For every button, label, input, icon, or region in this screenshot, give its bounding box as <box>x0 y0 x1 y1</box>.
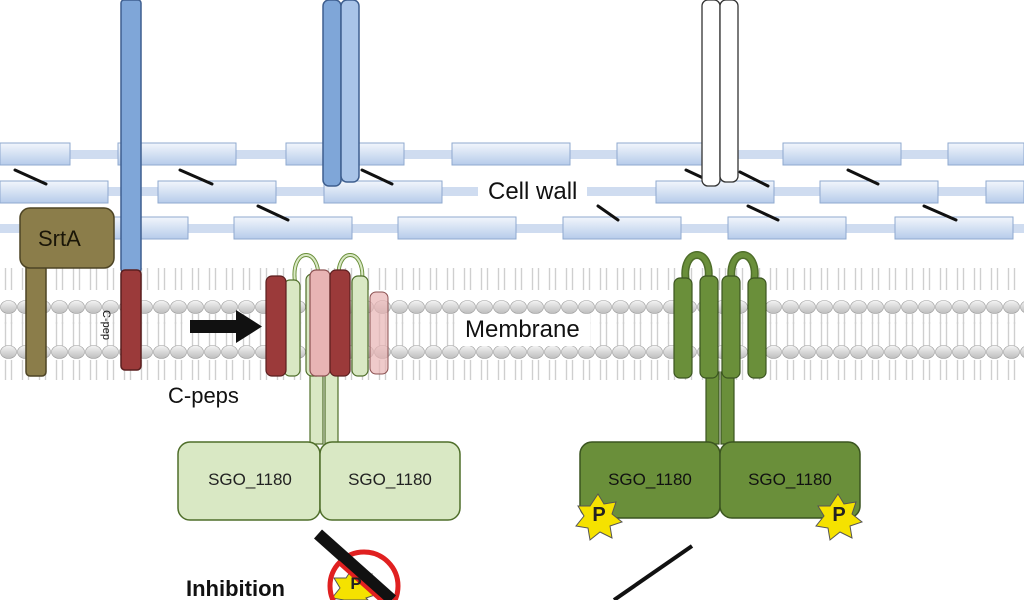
kinase-label: SGO_1180 <box>348 470 432 489</box>
sortase-srta <box>19 207 115 377</box>
surface-protein-left <box>120 0 142 371</box>
c-pep-bound <box>309 269 331 377</box>
receptor-active <box>579 251 861 519</box>
peptidoglycan-block <box>157 180 277 204</box>
receptor-inactive <box>177 253 461 521</box>
crosslink <box>596 204 620 222</box>
crosslink <box>360 168 394 186</box>
peptidoglycan-block <box>819 180 939 204</box>
peptidoglycan-block <box>451 142 571 166</box>
crosslink <box>256 204 290 222</box>
arrow-icon <box>190 310 262 343</box>
lipid-bilayer <box>0 268 1024 380</box>
peptidoglycan-block <box>0 142 71 166</box>
kinase-domain-active <box>719 441 861 519</box>
peptidoglycan-block <box>947 142 1024 166</box>
phosphate-star-icon <box>815 493 864 541</box>
crosslink <box>13 168 48 186</box>
c-peps-label: C-peps <box>168 383 239 408</box>
cell-wall-label: Cell wall <box>478 176 588 208</box>
crosslink <box>738 170 770 188</box>
peptidoglycan-block <box>323 180 443 204</box>
kinase-label: SGO_1180 <box>208 470 292 489</box>
phosphate-label: P <box>350 574 362 593</box>
surface-protein-middle <box>322 0 360 187</box>
peptidoglycan-block <box>894 216 1014 240</box>
peptidoglycan-block <box>727 216 847 240</box>
peptidoglycan-block <box>782 142 902 166</box>
c-pep-bound <box>265 275 287 377</box>
signal-line <box>612 544 694 600</box>
peptidoglycan-block <box>117 142 237 166</box>
prohibit-icon <box>327 549 401 600</box>
crosslink <box>178 168 214 186</box>
peptidoglycan-block <box>562 216 682 240</box>
crosslink <box>846 168 880 186</box>
kinase-label: SGO_1180 <box>748 470 832 489</box>
inhibition-symbol <box>314 529 401 600</box>
surface-protein-outline <box>701 0 739 187</box>
phosphate-star-icon <box>331 565 380 600</box>
inhibition-bar <box>314 529 396 600</box>
peptidoglycan-block <box>0 180 109 204</box>
phosphate-label: P <box>832 504 846 526</box>
c-pep-bound <box>329 269 351 377</box>
membrane-label: Membrane <box>455 314 590 346</box>
phosphate-label: P <box>592 504 606 526</box>
inhibition-label: Inhibition <box>186 576 285 601</box>
c-pep-bound <box>369 291 389 375</box>
peptidoglycan-block <box>397 216 517 240</box>
peptidoglycan-block <box>985 180 1024 204</box>
kinase-domain <box>319 441 461 521</box>
c-pep-label: C-pep <box>100 310 112 340</box>
peptidoglycan-block <box>233 216 353 240</box>
crosslink <box>746 204 780 222</box>
c-pep-segment <box>120 269 142 371</box>
srta-label: SrtA <box>38 226 81 251</box>
phosphate-star-icon <box>575 493 624 541</box>
kinase-label: SGO_1180 <box>608 470 692 489</box>
crosslink <box>922 204 958 222</box>
